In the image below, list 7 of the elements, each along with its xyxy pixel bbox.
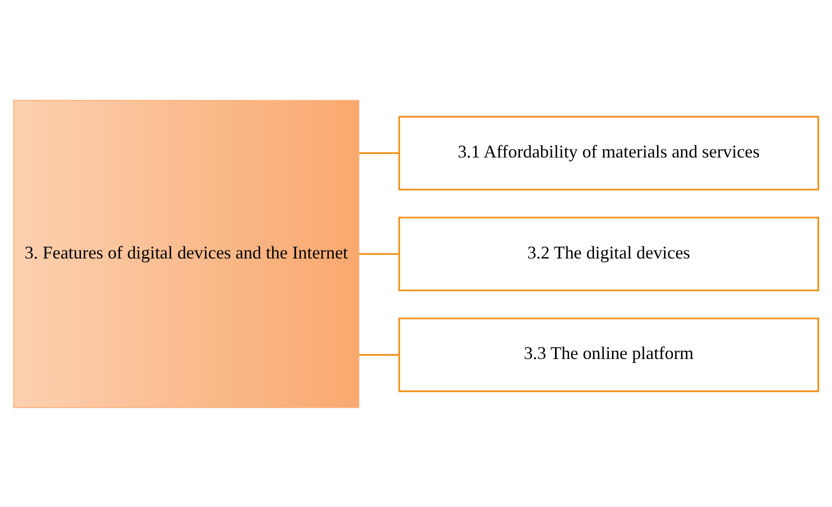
node-box: 3.1 Affordability of materials and services xyxy=(398,115,820,190)
node-box: 3. Features of digital devices and the Internet xyxy=(13,99,360,408)
node-box: 3.2 The digital devices xyxy=(398,216,820,291)
connector xyxy=(359,152,400,154)
connector xyxy=(359,252,400,254)
connector xyxy=(359,354,400,356)
node-box: 3.3 The online platform xyxy=(398,317,820,392)
